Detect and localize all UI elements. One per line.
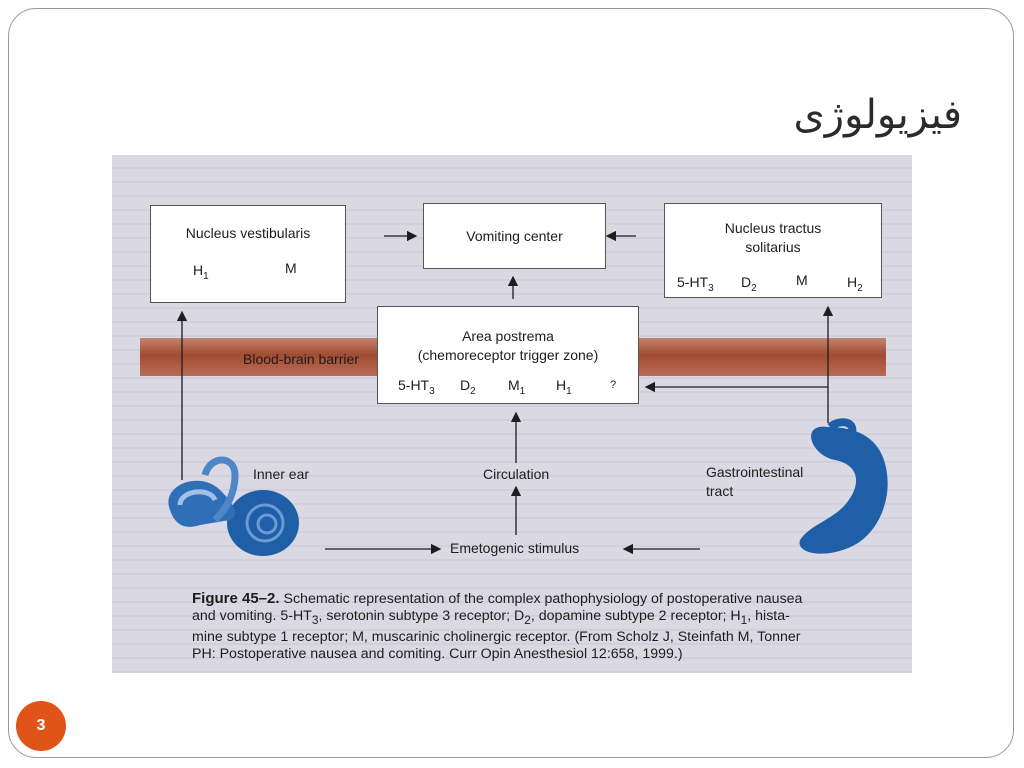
- receptor-m: M: [285, 260, 297, 276]
- receptor-m: M: [796, 272, 808, 288]
- caption-line4: PH: Postoperative nausea and comiting. C…: [192, 645, 683, 662]
- diagram-arrows: [168, 230, 888, 556]
- figure-number: Figure 45–2.: [192, 590, 280, 607]
- nts-title-line2: solitarius: [745, 239, 801, 255]
- inner-ear-label: Inner ear: [253, 466, 310, 482]
- caption-line1: Schematic representation of the complex …: [283, 591, 803, 607]
- area-postrema-title-line1: Area postrema: [462, 328, 554, 344]
- caption-line2b: , serotonin subtype 3 receptor; D: [318, 608, 525, 624]
- gastrointestinal-label-line1: Gastrointestinal: [706, 464, 804, 480]
- nucleus-vestibularis-box: Nucleus vestibularis H1 M: [150, 205, 346, 303]
- figure-caption: Figure 45–2. Schematic representation of…: [192, 590, 803, 662]
- caption-line3: mine subtype 1 receptor; M, muscarinic c…: [192, 628, 801, 645]
- slide-title: فیزیولوژی: [793, 92, 962, 138]
- receptor-h1: H1: [193, 262, 209, 282]
- receptor-d2: D2: [460, 377, 476, 397]
- receptor-h2: H2: [847, 274, 863, 294]
- gastrointestinal-label-line2: tract: [706, 483, 734, 499]
- circulation-label: Circulation: [483, 466, 550, 482]
- receptor-5ht3: 5-HT3: [677, 274, 714, 294]
- stomach-illustration: [799, 418, 888, 554]
- caption-line2d: , hista-: [747, 608, 790, 624]
- emetogenic-stimulus-label: Emetogenic stimulus: [450, 540, 580, 556]
- page-number-badge: 3: [16, 701, 66, 751]
- area-postrema-title-line2: (chemoreceptor trigger zone): [417, 347, 599, 363]
- receptor-d2: D2: [741, 274, 757, 294]
- receptor-unknown: ?: [610, 379, 617, 391]
- nucleus-tractus-solitarius-box: Nucleus tractus solitarius 5-HT3 D2 M H2: [664, 203, 882, 298]
- receptor-5ht3: 5-HT3: [398, 377, 435, 397]
- vomiting-center-title: Vomiting center: [466, 228, 563, 244]
- area-postrema-box: Area postrema (chemoreceptor trigger zon…: [377, 306, 639, 404]
- receptor-h1: H1: [556, 377, 572, 397]
- caption-line2c: , dopamine subtype 2 receptor; H: [530, 608, 741, 624]
- vomiting-center-box: Vomiting center: [423, 203, 606, 269]
- receptor-m1: M1: [508, 377, 526, 397]
- caption-line2a: and vomiting. 5-HT: [192, 608, 312, 624]
- nts-title-line1: Nucleus tractus: [724, 220, 822, 236]
- nucleus-vestibularis-title: Nucleus vestibularis: [185, 225, 311, 241]
- blood-brain-barrier-label: Blood-brain barrier: [243, 351, 359, 367]
- inner-ear-illustration: [168, 456, 299, 556]
- pathophysiology-diagram: Blood-brain barrier Nucleus vestibularis…: [140, 165, 900, 575]
